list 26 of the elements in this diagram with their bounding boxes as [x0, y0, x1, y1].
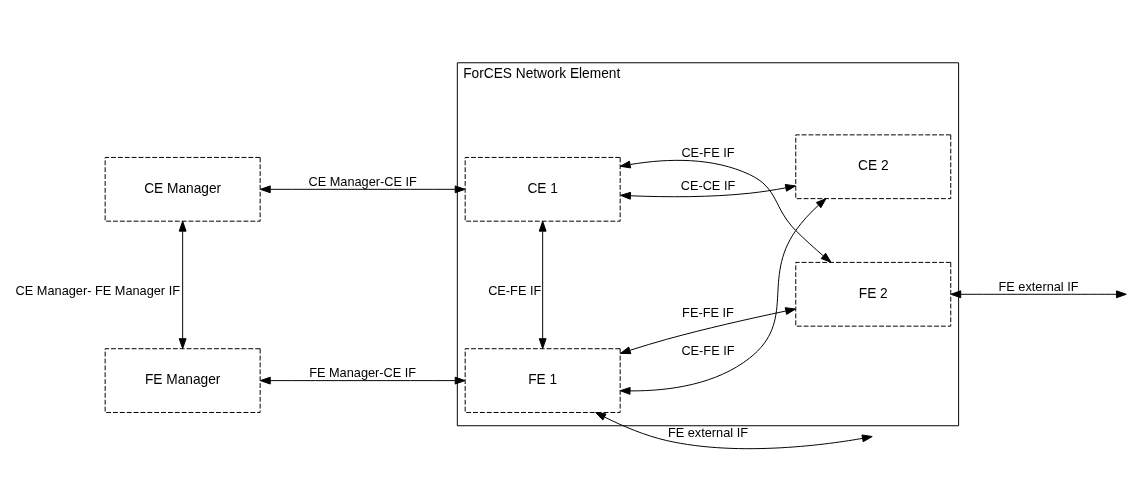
- edge-label: CE-FE IF: [681, 342, 735, 358]
- arrow: [595, 412, 873, 450]
- node-box: CE 2: [795, 134, 952, 200]
- node-box: CE 1: [464, 156, 621, 222]
- edge-label: FE external IF: [998, 278, 1079, 294]
- arrow: [538, 220, 547, 349]
- arrow: [620, 183, 796, 200]
- edge-label: CE Manager- FE Manager IF: [15, 282, 180, 298]
- arrow: [259, 185, 466, 194]
- edge-label: FE-FE IF: [682, 305, 734, 321]
- arrow: [259, 376, 466, 385]
- arrow: [950, 290, 1127, 299]
- node-box: FE 2: [795, 261, 952, 327]
- edge-label: CE-FE IF: [488, 282, 542, 298]
- edge-label: CE Manager-CE IF: [308, 173, 417, 189]
- node-box: CE Manager: [104, 156, 261, 222]
- arrow: [178, 220, 187, 349]
- edge-label: FE external IF: [667, 424, 749, 440]
- arrow: [619, 159, 832, 263]
- node-box: FE Manager: [104, 348, 261, 413]
- arrow: [619, 198, 827, 395]
- edge-label: FE Manager-CE IF: [309, 365, 417, 381]
- edge-label: CE-CE IF: [680, 177, 736, 193]
- node-box: FE 1: [464, 348, 621, 413]
- edge-label: CE-FE IF: [681, 145, 735, 161]
- arrow: [619, 307, 796, 355]
